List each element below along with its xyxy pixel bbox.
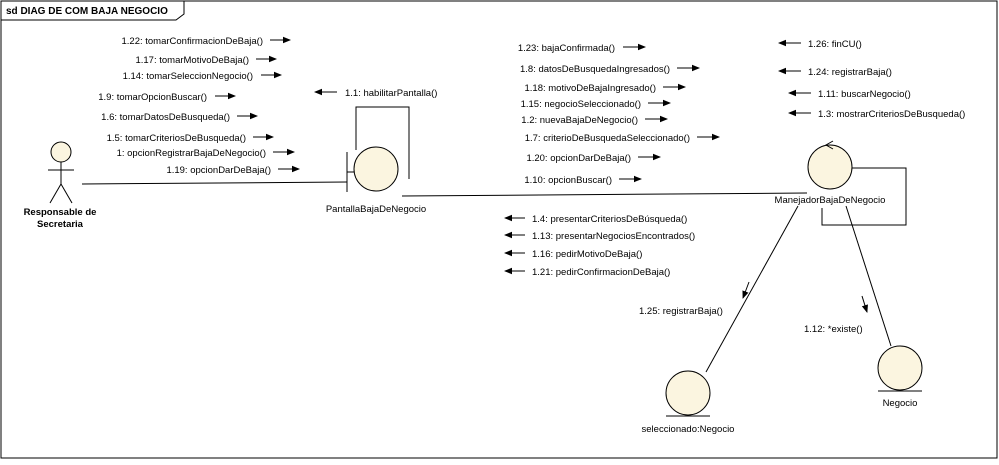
message-label: 1.25: registrarBaja() [639, 306, 723, 317]
message-label: 1.1: habilitarPantalla() [345, 88, 437, 99]
message-habilitar-pantalla: 1.1: habilitarPantalla() [314, 88, 437, 99]
message-label: 1.15: negocioSeleccionado() [521, 99, 641, 110]
message-label: 1.7: criterioDeBusquedaSeleccionado() [525, 133, 690, 144]
message-label: 1.4: presentarCriteriosDeBúsqueda() [532, 214, 687, 225]
control-manejador[interactable]: ManejadorBajaDeNegocio [775, 140, 886, 206]
messages-manejador-to-pantalla: 1.4: presentarCriteriosDeBúsqueda() 1.13… [504, 214, 695, 278]
message-label: 1.10: opcionBuscar() [524, 175, 612, 186]
entity-icon [877, 345, 923, 391]
manejador-label: ManejadorBajaDeNegocio [775, 195, 886, 206]
frame-title: sd DIAG DE COM BAJA NEGOCIO [6, 6, 168, 17]
message-registrar-baja: 1.25: registrarBaja() [639, 281, 750, 317]
boundary-icon [353, 146, 399, 192]
negocio-label: Negocio [883, 398, 918, 409]
message-label: 1.16: pedirMotivoDeBaja() [532, 249, 642, 260]
message-label: 1.21: pedirConfirmacionDeBaja() [532, 267, 670, 278]
link-manejador-seleccionado [705, 205, 799, 373]
entity-negocio[interactable]: Negocio [877, 345, 923, 409]
message-label: 1.5: tomarCriteriosDeBusqueda() [107, 133, 246, 144]
pantalla-label: PantallaBajaDeNegocio [326, 204, 426, 215]
frame-tab [1, 0, 185, 21]
message-label: 1.18: motivoDeBajaIngresado() [525, 83, 657, 94]
message-label: 1: opcionRegistrarBajaDeNegocio() [117, 148, 266, 159]
message-label: 1.3: mostrarCriteriosDeBusqueda() [818, 109, 965, 120]
message-label: 1.19: opcionDarDeBaja() [166, 165, 271, 176]
message-label: 1.12: *existe() [804, 324, 863, 335]
manejador-self-link [821, 167, 907, 226]
entity-icon [665, 370, 711, 416]
pantalla-self-link [355, 106, 410, 179]
message-label: 1.20: opcionDarDeBaja() [526, 153, 631, 164]
actor-head-icon [50, 141, 72, 163]
actor-label-line1: Responsable de [24, 207, 97, 218]
boundary-pantalla[interactable]: PantallaBajaDeNegocio [326, 146, 426, 215]
seleccionado-label: seleccionado:Negocio [642, 424, 735, 435]
message-label: 1.11: buscarNegocio() [818, 89, 911, 100]
message-label: 1.8: datosDeBusquedaIngresados() [520, 64, 670, 75]
link-pantalla-manejador [401, 192, 808, 197]
link-actor-pantalla [81, 181, 348, 185]
actor-responsable[interactable]: Responsable de Secretaria [24, 141, 97, 230]
message-label: 1.22: tomarConfirmacionDeBaja() [121, 36, 263, 47]
link-manejador-negocio [845, 205, 892, 347]
message-label: 1.24: registrarBaja() [808, 67, 892, 78]
message-label: 1.26: finCU() [808, 39, 862, 50]
actor-label-line2: Secretaria [37, 219, 84, 230]
control-icon [807, 144, 853, 190]
message-label: 1.14: tomarSeleccionNegocio() [123, 71, 253, 82]
message-label: 1.6: tomarDatosDeBusqueda() [101, 112, 230, 123]
messages-manejador-self: 1.26: finCU() 1.24: registrarBaja() 1.11… [778, 39, 965, 120]
message-label: 1.9: tomarOpcionBuscar() [98, 92, 207, 103]
messages-pantalla-to-manejador: 1.23: bajaConfirmada() 1.8: datosDeBusqu… [518, 43, 720, 186]
message-arrow [861, 295, 868, 313]
message-existe: 1.12: *existe() [804, 295, 868, 335]
message-arrow [742, 281, 750, 299]
message-label: 1.23: bajaConfirmada() [518, 43, 615, 54]
messages-actor-to-pantalla: 1.22: tomarConfirmacionDeBaja() 1.17: to… [98, 36, 300, 176]
entity-seleccionado[interactable]: seleccionado:Negocio [642, 370, 735, 435]
message-label: 1.13: presentarNegociosEncontrados() [532, 231, 695, 242]
message-label: 1.2: nuevaBajaDeNegocio() [521, 115, 638, 126]
message-label: 1.17: tomarMotivoDeBaja() [135, 55, 249, 66]
